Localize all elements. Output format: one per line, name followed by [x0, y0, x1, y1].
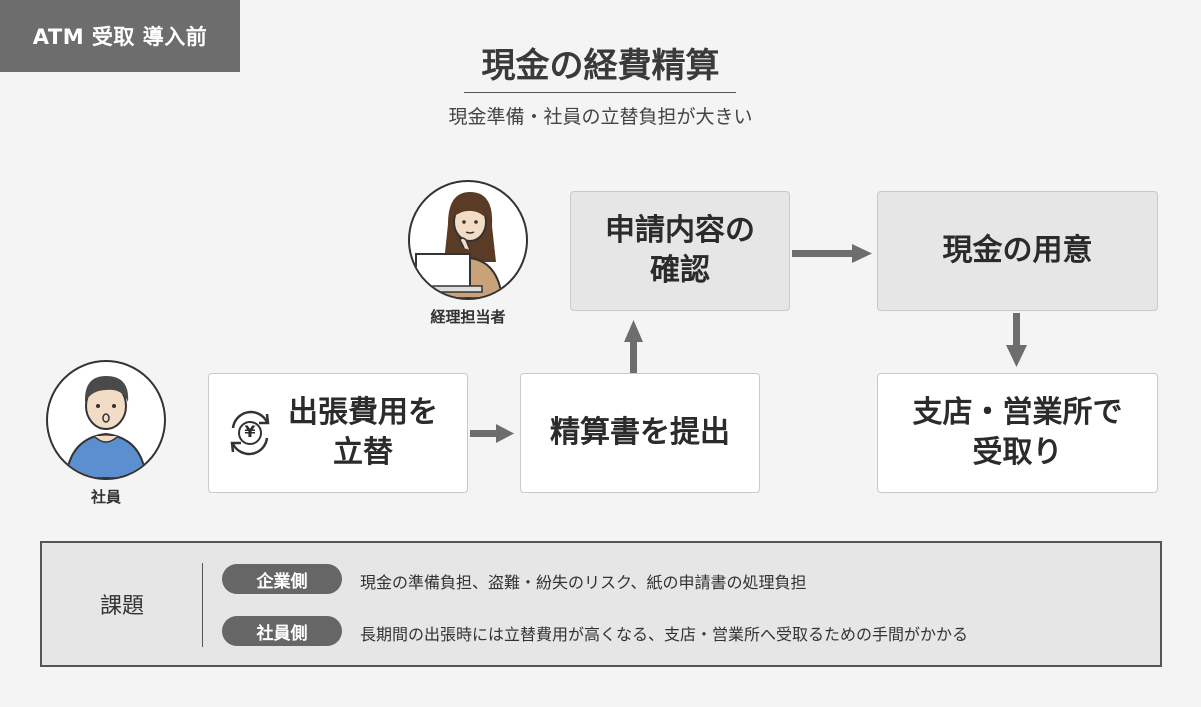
arrow-submit-to-confirm — [624, 320, 643, 373]
step-prepare-cash: 現金の用意 — [877, 191, 1158, 311]
arrow-confirm-to-prepare — [792, 244, 872, 263]
company-side-badge: 企業側 — [222, 564, 342, 594]
step-receive-at-branch: 支店・営業所で 受取り — [877, 373, 1158, 493]
employee-side-issue: 長期間の出張時には立替費用が高くなる、支店・営業所へ受取るための手間がかかる — [360, 625, 969, 644]
employee-label: 社員 — [90, 488, 121, 506]
step-confirm-application: 申請内容の 確認 — [570, 191, 790, 311]
issues-divider — [202, 563, 203, 647]
arrow-advance-to-submit — [470, 424, 514, 443]
step-advance-line1: 出張費用を — [288, 395, 438, 430]
title-divider — [464, 92, 736, 93]
accounting-label: 経理担当者 — [430, 308, 506, 326]
step-advance-payment: ¥ 出張費用を 立替 — [208, 373, 468, 493]
employee-side-badge: 社員側 — [222, 616, 342, 646]
scenario-tag: ATM 受取 導入前 — [0, 0, 240, 72]
employee-person-icon — [64, 376, 148, 478]
step-advance-line2: 立替 — [333, 435, 393, 470]
issues-panel: 課題 企業側 現金の準備負担、盗難・紛失のリスク、紙の申請書の処理負担 社員側 … — [40, 541, 1162, 667]
issues-heading: 課題 — [99, 594, 144, 619]
accounting-avatar — [408, 180, 528, 300]
step-receive-line2: 受取り — [972, 435, 1063, 470]
step-confirm-line1: 申請内容の — [605, 213, 755, 248]
page-title: 現金の経費精算 — [481, 46, 720, 86]
step-submit-report: 精算書を提出 — [520, 373, 760, 493]
arrow-prepare-to-receive — [1006, 313, 1027, 367]
company-side-issue: 現金の準備負担、盗難・紛失のリスク、紙の申請書の処理負担 — [360, 573, 807, 592]
yen-symbol: ¥ — [244, 422, 256, 441]
yen-exchange-icon: ¥ — [223, 406, 277, 460]
page-subtitle: 現金準備・社員の立替負担が大きい — [448, 106, 753, 128]
accounting-person-icon — [411, 192, 504, 298]
step-receive-line1: 支店・営業所で — [912, 395, 1123, 430]
step-confirm-line2: 確認 — [650, 253, 710, 288]
employee-avatar — [46, 360, 166, 480]
